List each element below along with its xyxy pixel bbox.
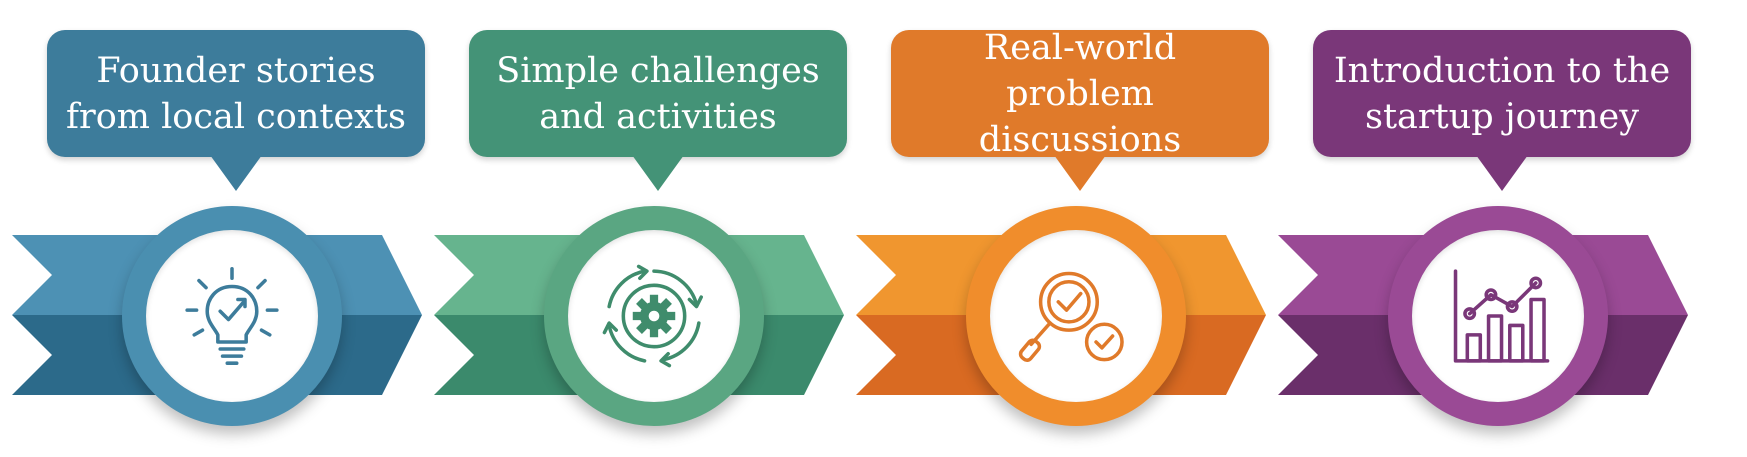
step-2-label: Simple challenges and activities [496, 50, 820, 137]
step-2-circle [544, 206, 764, 426]
step-4: Introduction to the startup journey [1278, 0, 1698, 457]
lightbulb-check-icon [185, 267, 279, 365]
step-1: Founder stories from local contexts [12, 0, 432, 457]
step-4-circle [1388, 206, 1608, 426]
step-4-callout: Introduction to the startup journey [1313, 30, 1691, 191]
step-1-callout: Founder stories from local contexts [47, 30, 425, 191]
step-3: Real-world problem discussions [856, 0, 1276, 457]
magnifier-check-icon [1018, 271, 1124, 362]
step-3-label: Real-world problem discussions [978, 27, 1182, 160]
step-4-label: Introduction to the startup journey [1333, 50, 1671, 137]
growth-chart-icon [1453, 269, 1550, 363]
step-1-circle [122, 206, 342, 426]
gear-cycle-icon [602, 264, 703, 368]
step-3-callout: Real-world problem discussions [891, 28, 1269, 191]
step-2-callout: Simple challenges and activities [469, 30, 847, 191]
step-3-circle [966, 206, 1186, 426]
step-2: Simple challenges and activities [434, 0, 854, 457]
step-1-label: Founder stories from local contexts [66, 50, 406, 137]
